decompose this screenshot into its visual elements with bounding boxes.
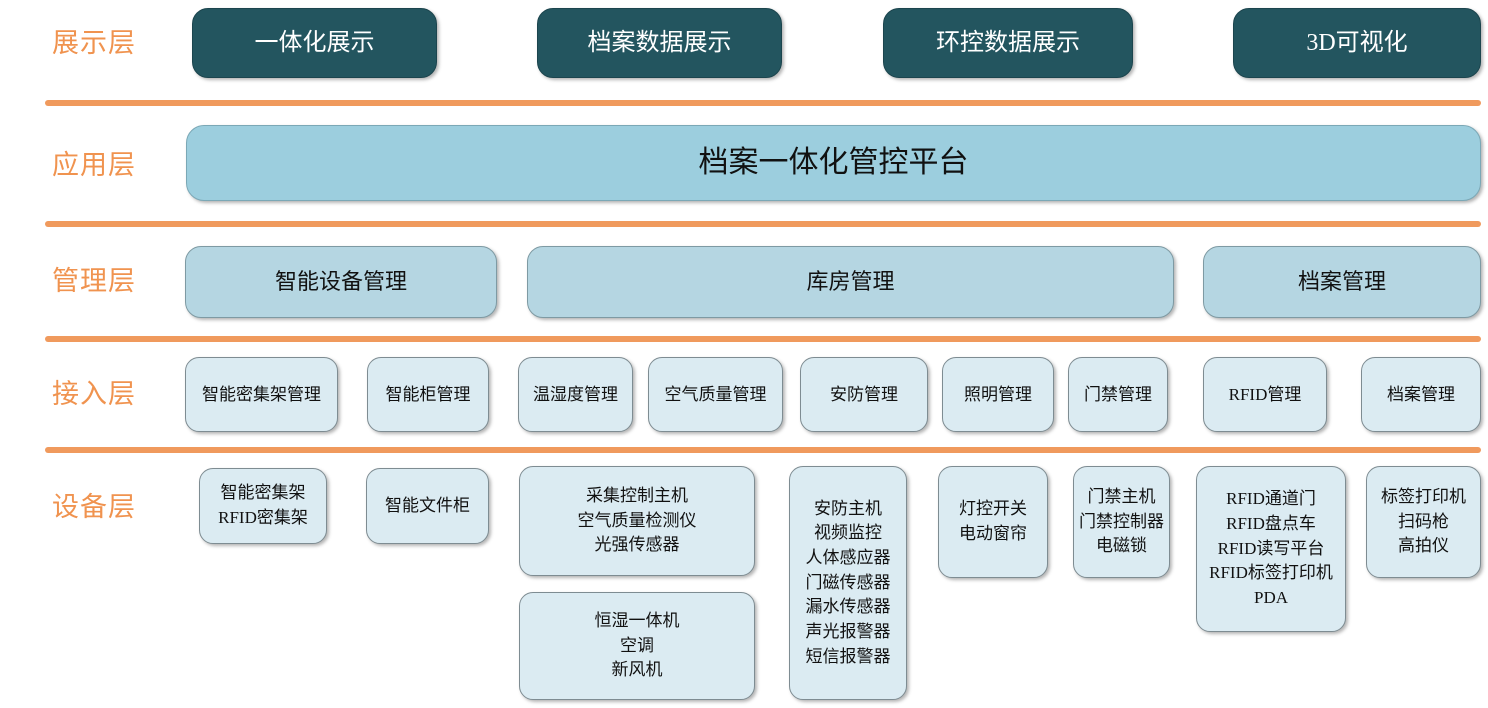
device-item-label: 扫码枪 <box>1398 511 1449 531</box>
device-item-label: 空调 <box>620 635 654 655</box>
access-box-security-management[interactable]: 安防管理 <box>800 357 928 432</box>
device-item-label: 安防主机 <box>814 498 882 518</box>
device-item-label: RFID通道门 <box>1226 489 1316 509</box>
device-item-label: 恒湿一体机 <box>594 611 680 631</box>
access-box-access-control-management[interactable]: 门禁管理 <box>1068 357 1168 432</box>
device-item-label: 人体感应器 <box>805 548 891 568</box>
access-box-smart-shelf-management[interactable]: 智能密集架管理 <box>185 357 338 432</box>
device-item-label: 灯控开关 <box>959 499 1027 519</box>
management-box-archive-management[interactable]: 档案管理 <box>1203 246 1481 318</box>
device-item-label: 光强传感器 <box>594 535 680 555</box>
device-box-acquisition-host[interactable]: 采集控制主机空气质量检测仪光强传感器 <box>519 466 755 576</box>
device-box-rfid-devices[interactable]: RFID通道门 RFID盘点车 RFID读写平台 RFID标签打印机 PDA <box>1196 466 1346 632</box>
layer-label-management: 管理层 <box>52 266 136 296</box>
application-box-archive-platform[interactable]: 档案一体化管控平台 <box>186 125 1481 201</box>
presentation-box-archive-data-display[interactable]: 档案数据展示 <box>537 8 782 78</box>
device-item-label: 采集控制主机 <box>586 486 688 506</box>
device-item-label: 门磁传感器 <box>805 572 891 592</box>
layer-label-presentation: 展示层 <box>52 28 136 58</box>
divider-presentation-application <box>45 100 1481 106</box>
device-item-label: 短信报警器 <box>805 646 891 666</box>
presentation-box-3d-visualization[interactable]: 3D可视化 <box>1233 8 1481 78</box>
device-item-label: PDA <box>1253 587 1288 607</box>
access-box-archive-management[interactable]: 档案管理 <box>1361 357 1481 432</box>
device-item-label: 新风机 <box>611 660 663 680</box>
access-box-lighting-management[interactable]: 照明管理 <box>942 357 1054 432</box>
device-box-access-control-devices[interactable]: 门禁主机门禁控制器电磁锁 <box>1073 466 1170 578</box>
device-item-label: 标签打印机 <box>1381 487 1466 507</box>
management-box-smart-device-management[interactable]: 智能设备管理 <box>185 246 497 318</box>
device-item-label: 门禁主机 <box>1087 487 1156 507</box>
device-item-label: 空气质量检测仪 <box>577 510 697 530</box>
device-item-label: RFID密集架 <box>218 508 308 527</box>
device-item-label: 电磁锁 <box>1096 536 1147 556</box>
device-box-smart-file-cabinet[interactable]: 智能文件柜 <box>366 468 489 544</box>
device-item-label: 电动窗帘 <box>959 524 1027 543</box>
device-box-smart-shelf[interactable]: 智能密集架 RFID密集架 <box>199 468 327 544</box>
divider-application-management <box>45 221 1481 227</box>
device-box-security-devices[interactable]: 安防主机视频监控人体感应器门磁传感器漏水传感器声光报警器短信报警器 <box>789 466 907 700</box>
layer-label-device: 设备层 <box>52 492 136 522</box>
access-box-rfid-management[interactable]: RFID管理 <box>1203 357 1327 432</box>
device-item-label: 高拍仪 <box>1398 536 1449 556</box>
divider-access-device <box>45 447 1481 453</box>
device-item-label: RFID标签打印机 <box>1209 563 1333 583</box>
device-box-lighting-devices[interactable]: 灯控开关电动窗帘 <box>938 466 1048 578</box>
layer-label-application: 应用层 <box>52 150 136 180</box>
device-box-printing-scanning-devices[interactable]: 标签打印机扫码枪高拍仪 <box>1366 466 1481 578</box>
presentation-box-integrated-display[interactable]: 一体化展示 <box>192 8 437 78</box>
divider-management-access <box>45 336 1481 342</box>
device-item-label: 视频监控 <box>814 523 882 543</box>
device-item-label: 漏水传感器 <box>805 597 891 617</box>
presentation-box-environment-data-display[interactable]: 环控数据展示 <box>883 8 1133 78</box>
device-item-label: 智能密集架 <box>220 483 306 503</box>
device-item-label: RFID盘点车 <box>1226 514 1316 534</box>
device-box-humidity-hvac[interactable]: 恒湿一体机空调新风机 <box>519 592 755 700</box>
layer-label-access: 接入层 <box>52 379 136 409</box>
access-box-temperature-humidity-management[interactable]: 温湿度管理 <box>518 357 633 432</box>
device-item-label: RFID读写平台 <box>1217 538 1325 558</box>
device-item-label: 门禁控制器 <box>1079 511 1164 531</box>
device-item-label: 智能文件柜 <box>385 495 470 515</box>
access-box-air-quality-management[interactable]: 空气质量管理 <box>648 357 783 432</box>
device-item-label: 声光报警器 <box>805 621 891 641</box>
management-box-warehouse-management[interactable]: 库房管理 <box>527 246 1174 318</box>
access-box-smart-cabinet-management[interactable]: 智能柜管理 <box>367 357 489 432</box>
